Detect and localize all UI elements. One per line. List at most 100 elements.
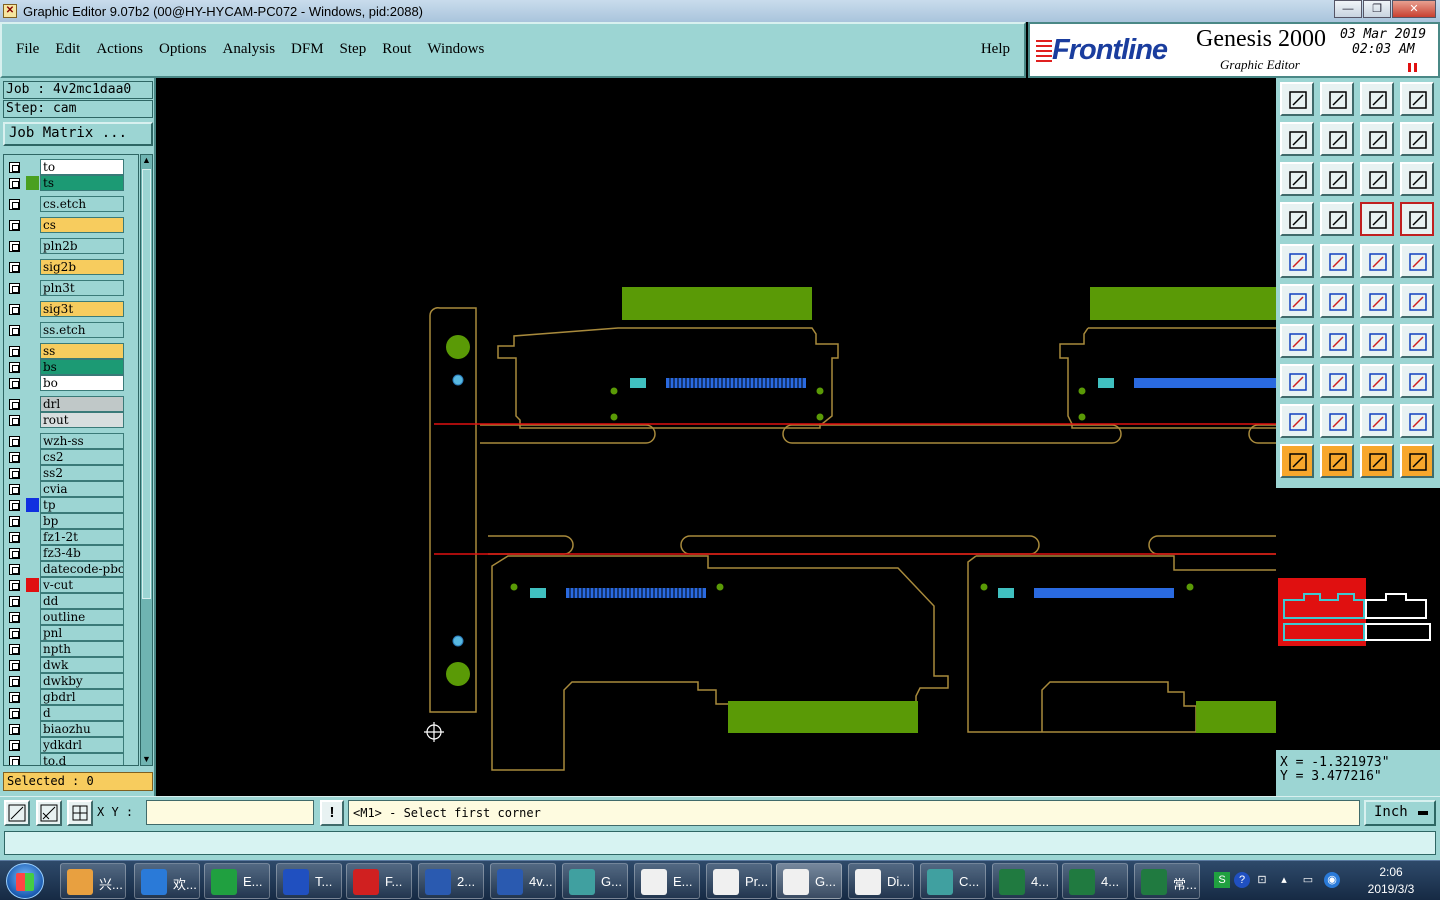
layer-row[interactable]: fz1-2t (4, 529, 138, 545)
tool-button[interactable] (1400, 244, 1434, 278)
layer-checkbox[interactable] (9, 162, 20, 173)
layer-row[interactable]: fz3-4b (4, 545, 138, 561)
tool-button[interactable] (1360, 444, 1394, 478)
tool-button[interactable] (1280, 244, 1314, 278)
tool-button[interactable] (1400, 202, 1434, 236)
layer-row[interactable]: biaozhu (4, 721, 138, 737)
taskbar-task[interactable]: 4v... (490, 863, 556, 899)
zoom-box-button[interactable] (4, 800, 30, 826)
menu-options[interactable]: Options (159, 41, 207, 57)
layer-checkbox[interactable] (9, 660, 20, 671)
tool-button[interactable] (1320, 122, 1354, 156)
layer-name[interactable]: dwk (40, 657, 124, 673)
layer-name[interactable]: d (40, 705, 124, 721)
taskbar-task[interactable]: 4... (1062, 863, 1128, 899)
layer-row[interactable]: d (4, 705, 138, 721)
tool-button[interactable] (1320, 444, 1354, 478)
tool-button[interactable] (1320, 284, 1354, 318)
taskbar-task[interactable]: F... (346, 863, 412, 899)
layer-checkbox[interactable] (9, 580, 20, 591)
layer-checkbox[interactable] (9, 708, 20, 719)
layer-row[interactable]: pln3t (4, 280, 138, 296)
layer-row[interactable]: cs (4, 217, 138, 233)
unit-selector[interactable]: Inch (1364, 800, 1436, 826)
tool-button[interactable] (1280, 284, 1314, 318)
layer-row[interactable]: pln2b (4, 238, 138, 254)
graphic-canvas[interactable] (158, 80, 1276, 796)
tool-button[interactable] (1280, 404, 1314, 438)
layer-name[interactable]: ydkdrl (40, 737, 124, 753)
monitor-icon[interactable]: ▭ (1302, 874, 1314, 886)
menu-rout[interactable]: Rout (382, 41, 412, 57)
tool-button[interactable] (1320, 162, 1354, 196)
tool-button[interactable] (1400, 404, 1434, 438)
tool-button[interactable] (1360, 244, 1394, 278)
layer-checkbox[interactable] (9, 724, 20, 735)
close-button[interactable]: ✕ (1392, 0, 1436, 18)
tool-button[interactable] (1320, 404, 1354, 438)
layer-row[interactable]: to (4, 159, 138, 175)
layer-name[interactable]: cvia (40, 481, 124, 497)
layer-name[interactable]: dwkby (40, 673, 124, 689)
tool-button[interactable] (1360, 82, 1394, 116)
taskbar-task[interactable]: 常... (1134, 863, 1200, 899)
scroll-thumb[interactable] (142, 169, 151, 599)
layer-checkbox[interactable] (9, 644, 20, 655)
layer-name[interactable]: datecode-pbc (40, 561, 124, 577)
measure-button[interactable] (36, 800, 62, 826)
layer-checkbox[interactable] (9, 262, 20, 273)
layer-name[interactable]: drl (40, 396, 124, 412)
layer-row[interactable]: to.d (4, 753, 138, 765)
layer-name[interactable]: sig3t (40, 301, 124, 317)
tool-button[interactable] (1280, 82, 1314, 116)
tool-button[interactable] (1400, 444, 1434, 478)
tool-button[interactable] (1400, 82, 1434, 116)
tool-button[interactable] (1400, 122, 1434, 156)
layer-checkbox[interactable] (9, 532, 20, 543)
layer-row[interactable]: gbdrl (4, 689, 138, 705)
taskbar-task[interactable]: E... (204, 863, 270, 899)
layer-checkbox[interactable] (9, 740, 20, 751)
layer-checkbox[interactable] (9, 468, 20, 479)
layer-checkbox[interactable] (9, 362, 20, 373)
menu-actions[interactable]: Actions (96, 41, 144, 57)
tool-button[interactable] (1360, 284, 1394, 318)
layer-name[interactable]: ss2 (40, 465, 124, 481)
tool-button[interactable] (1360, 364, 1394, 398)
layer-name[interactable]: fz1-2t (40, 529, 124, 545)
layer-checkbox[interactable] (9, 415, 20, 426)
layer-checkbox[interactable] (9, 304, 20, 315)
layer-name[interactable]: wzh-ss (40, 433, 124, 449)
layer-name[interactable]: sig2b (40, 259, 124, 275)
taskbar-task[interactable]: Pr... (706, 863, 772, 899)
menu-help[interactable]: Help (980, 41, 1010, 57)
layer-name[interactable]: v-cut (40, 577, 124, 593)
layer-checkbox[interactable] (9, 399, 20, 410)
layer-checkbox[interactable] (9, 241, 20, 252)
taskbar-task[interactable]: 兴... (60, 863, 126, 899)
layer-name[interactable]: outline (40, 609, 124, 625)
scroll-down-icon[interactable]: ▼ (142, 754, 151, 764)
menu-analysis[interactable]: Analysis (222, 41, 276, 57)
taskbar-task[interactable]: Di... (848, 863, 914, 899)
layer-checkbox[interactable] (9, 346, 20, 357)
layer-checkbox[interactable] (9, 484, 20, 495)
tool-button[interactable] (1280, 202, 1314, 236)
layer-checkbox[interactable] (9, 452, 20, 463)
layer-row[interactable]: bo (4, 375, 138, 391)
layer-checkbox[interactable] (9, 378, 20, 389)
layer-checkbox[interactable] (9, 596, 20, 607)
tool-button[interactable] (1360, 122, 1394, 156)
layer-checkbox[interactable] (9, 516, 20, 527)
tool-button[interactable] (1400, 324, 1434, 358)
tool-button[interactable] (1320, 324, 1354, 358)
layer-row[interactable]: outline (4, 609, 138, 625)
tool-button[interactable] (1360, 404, 1394, 438)
layer-name[interactable]: cs2 (40, 449, 124, 465)
taskbar-task[interactable]: C... (920, 863, 986, 899)
taskbar-task[interactable]: G... (776, 863, 842, 899)
taskbar-task[interactable]: E... (634, 863, 700, 899)
layer-scrollbar[interactable]: ▲ ▼ (140, 154, 153, 766)
layer-name[interactable]: biaozhu (40, 721, 124, 737)
layer-row[interactable]: ts (4, 175, 138, 191)
